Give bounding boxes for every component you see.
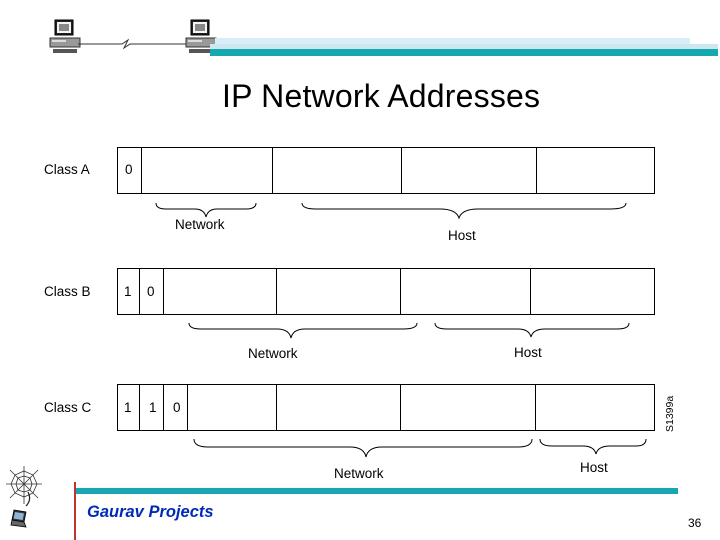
class-a-network-label: Network: [175, 217, 225, 232]
class-c-bit-cell: 1: [118, 385, 140, 430]
class-c-label: Class C: [44, 400, 92, 415]
class-b-octet-1: [164, 269, 277, 314]
class-a-bit: 0: [125, 162, 133, 177]
class-b-label: Class B: [44, 284, 91, 299]
class-b-bit: 1: [124, 284, 132, 299]
class-b-bit: 0: [147, 284, 155, 299]
class-a-bit-cell: 0: [118, 148, 142, 193]
top-accent-bar: [210, 44, 718, 56]
class-b-host-label: Host: [514, 345, 542, 360]
class-b-octet-3: [401, 269, 531, 314]
bottom-accent-bar: [76, 488, 678, 494]
computer-icon: [49, 19, 81, 53]
class-c-braces: [193, 438, 647, 458]
class-c-bit-cell: 0: [164, 385, 188, 430]
computer-icon: [185, 19, 217, 53]
class-a-label: Class A: [44, 162, 90, 177]
network-cable-icon: [78, 38, 190, 50]
footer-author: Gaurav Projects: [87, 503, 214, 521]
class-a-address-box: 0: [117, 147, 655, 194]
class-a-octet-2: [273, 148, 402, 193]
class-c-octet-3: [401, 385, 536, 430]
class-c-bit: 0: [173, 400, 181, 415]
laptop-icon: [10, 509, 27, 528]
class-c-bit: 1: [124, 400, 132, 415]
class-a-braces: [155, 202, 627, 220]
class-c-network-label: Network: [334, 466, 384, 481]
class-a-host-label: Host: [448, 228, 476, 243]
page-number: 36: [688, 516, 702, 530]
figure-code: S1399a: [664, 395, 676, 432]
class-b-octet-2: [277, 269, 401, 314]
class-b-bit-cell: 0: [140, 269, 164, 314]
footer-divider: [74, 482, 76, 540]
class-a-octet-1: [142, 148, 273, 193]
class-b-network-label: Network: [248, 346, 298, 361]
class-c-octet-2: [277, 385, 401, 430]
top-accent-light-bar: [215, 38, 690, 44]
page-title: IP Network Addresses: [222, 78, 541, 114]
class-a-octet-3: [402, 148, 537, 193]
class-b-braces: [188, 322, 630, 339]
class-b-bit-cell: 1: [118, 269, 140, 314]
class-c-host-label: Host: [580, 460, 608, 475]
class-c-octet-1: [188, 385, 277, 430]
class-c-bit-cell: 1: [140, 385, 164, 430]
spider-web-icon: [6, 466, 42, 507]
class-b-address-box: 1 0: [117, 268, 655, 315]
class-c-address-box: 1 1 0: [117, 384, 655, 431]
class-c-bit: 1: [149, 400, 157, 415]
